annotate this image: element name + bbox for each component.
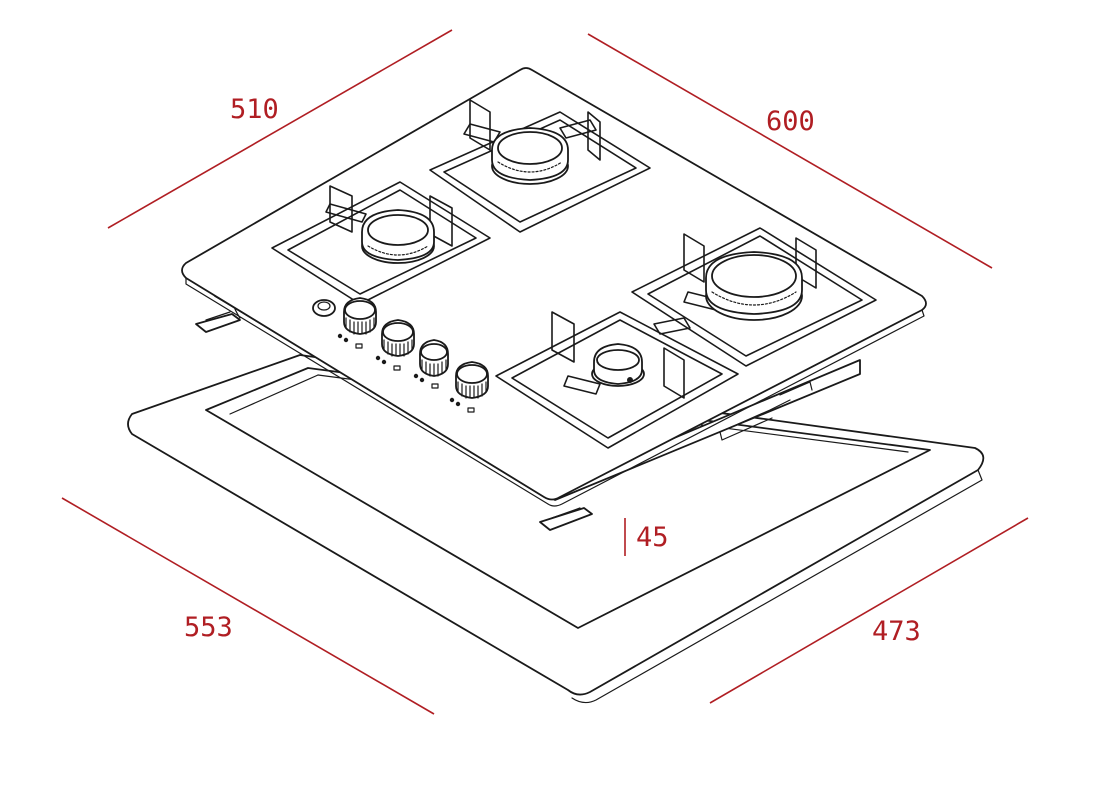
ignition-button[interactable]: [312, 299, 336, 317]
glass-top-plate: [181, 67, 927, 507]
control-knob-3[interactable]: [413, 339, 449, 389]
dimension-lines: [61, 29, 1029, 715]
dimension-label-bottom-right: 473: [872, 616, 921, 647]
dimension-line-bottom-left: [61, 497, 435, 715]
control-knob-4[interactable]: [449, 361, 489, 413]
dimension-line-top-left: [107, 29, 453, 229]
burner-front-small: [495, 311, 739, 449]
burner-right-large: [631, 227, 877, 367]
burner-back: [429, 99, 651, 233]
mounting-clip-front: [539, 507, 593, 531]
mounting-clip-left: [195, 311, 241, 333]
dimension-line-bottom-right: [709, 517, 1029, 704]
dimension-label-bottom-left: 553: [184, 612, 233, 643]
dimension-label-top-right: 600: [766, 106, 815, 137]
dimension-label-top-left: 510: [230, 94, 279, 125]
dimension-label-height: 45: [636, 522, 669, 553]
burner-left: [271, 181, 491, 305]
control-knob-2[interactable]: [375, 319, 415, 371]
control-knob-1[interactable]: [337, 297, 377, 349]
dimension-line-top-right: [587, 33, 993, 269]
